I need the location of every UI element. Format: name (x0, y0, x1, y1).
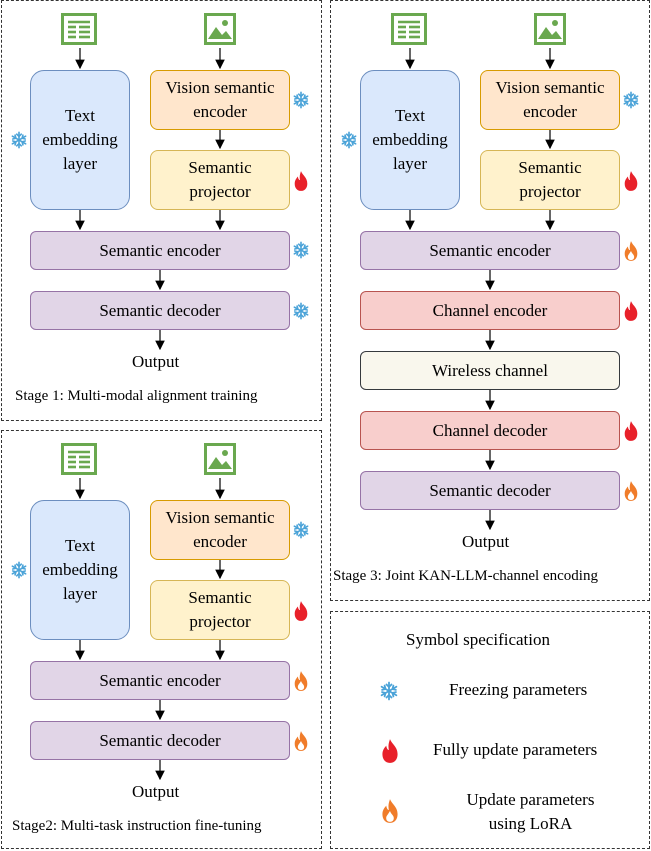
legend-lora-icon (382, 799, 398, 823)
stage1-text-embedding-box: Text embedding layer (30, 70, 130, 210)
stage1-output-label: Output (132, 352, 180, 371)
stage1-projector-box: Semantic projector (150, 150, 290, 210)
stage3-semantic-decoder-box: Semantic decoder (360, 471, 620, 510)
stage2-image-input-icon (204, 443, 236, 475)
stage2-output-label: Output (132, 782, 180, 801)
stage3-text-embedding-box: Text embedding layer (360, 70, 460, 210)
image-input-icon (204, 13, 236, 45)
stage3-semantic-encoder-label: Semantic encoder (429, 240, 551, 260)
stage3-text-input-icon (391, 13, 427, 45)
stage1-vision-encoder-label: Vision semantic encoder (165, 78, 275, 121)
stage2-encoder-lora-icon (294, 671, 308, 691)
stage2-vision-encoder-label: Vision semantic encoder (165, 508, 275, 551)
stage1-semantic-decoder-label: Semantic decoder (99, 300, 221, 320)
stage2-caption: Stage2: Multi-task instruction fine-tuni… (12, 818, 262, 834)
stage3-semantic-encoder-box: Semantic encoder (360, 231, 620, 270)
stage3-channel-encoder-label: Channel encoder (432, 300, 548, 320)
stage2-text-input-icon (61, 443, 97, 475)
stage2-decoder-lora-icon (294, 731, 308, 751)
stage2-text-freeze-icon (11, 561, 27, 579)
stage2-projector-fire-icon (294, 601, 308, 621)
stage1-vision-encoder-box: Vision semantic encoder (150, 70, 290, 130)
stage2-semantic-encoder-box: Semantic encoder (30, 661, 290, 700)
stage1-semantic-decoder-box: Semantic decoder (30, 291, 290, 330)
stage3-wireless-channel-label: Wireless channel (432, 360, 548, 380)
stage1-vision-freeze-icon (293, 91, 309, 109)
stage1-encoder-freeze-icon (293, 241, 309, 259)
stage3-projector-label: Semantic projector (518, 158, 582, 201)
legend-freeze-label: Freezing parameters (449, 680, 588, 699)
stage2-semantic-encoder-label: Semantic encoder (99, 670, 221, 690)
legend-panel (330, 611, 650, 849)
stage1-semantic-encoder-label: Semantic encoder (99, 240, 221, 260)
text-input-icon (61, 13, 97, 45)
stage3-panel (330, 0, 650, 601)
stage3-image-input-icon (534, 13, 566, 45)
stage1-text-freeze-icon (11, 131, 27, 149)
stage1-panel (1, 0, 322, 421)
stage1-text-embedding-label: Text embedding layer (42, 106, 118, 173)
stage3-channel-encoder-box: Channel encoder (360, 291, 620, 330)
stage3-projector-fire-icon (624, 171, 638, 191)
stage3-text-freeze-icon (341, 131, 357, 149)
stage2-text-embedding-label: Text embedding layer (42, 536, 118, 603)
stage1-semantic-encoder-box: Semantic encoder (30, 231, 290, 270)
legend-freeze-icon (380, 681, 398, 701)
stage3-channel-decoder-box: Channel decoder (360, 411, 620, 450)
legend-title: Symbol specification (406, 630, 551, 649)
stage3-projector-box: Semantic projector (480, 150, 620, 210)
stage1-projector-fire-icon (294, 171, 308, 191)
stage2-vision-freeze-icon (293, 521, 309, 539)
stage3-semantic-decoder-label: Semantic decoder (429, 480, 551, 500)
stage3-decoder-lora-icon (624, 481, 638, 501)
stage3-vision-encoder-box: Vision semantic encoder (480, 70, 620, 130)
legend-full-icon (382, 739, 398, 763)
stage2-vision-encoder-box: Vision semantic encoder (150, 500, 290, 560)
stage1-caption: Stage 1: Multi-modal alignment training (15, 388, 258, 404)
stage2-text-embedding-box: Text embedding layer (30, 500, 130, 640)
stage3-vision-freeze-icon (623, 91, 639, 109)
legend-full-label: Fully update parameters (433, 740, 598, 759)
stage1-decoder-freeze-icon (293, 302, 309, 320)
stage3-vision-encoder-label: Vision semantic encoder (495, 78, 605, 121)
stage2-projector-label: Semantic projector (188, 588, 252, 631)
stage3-channel-decoder-label: Channel decoder (432, 420, 548, 440)
stage3-caption: Stage 3: Joint KAN-LLM-channel encoding (333, 568, 598, 584)
stage3-channel-decoder-fire-icon (624, 421, 638, 441)
legend-lora-label: Update parameters using LoRA (466, 790, 595, 833)
stage3-channel-encoder-fire-icon (624, 301, 638, 321)
stage3-text-embedding-label: Text embedding layer (372, 106, 448, 173)
stage2-panel (1, 430, 322, 849)
stage2-semantic-decoder-box: Semantic decoder (30, 721, 290, 760)
stage3-wireless-channel-box: Wireless channel (360, 351, 620, 390)
stage3-encoder-lora-icon (624, 241, 638, 261)
stage3-output-label: Output (462, 532, 510, 551)
stage2-semantic-decoder-label: Semantic decoder (99, 730, 221, 750)
stage1-projector-label: Semantic projector (188, 158, 252, 201)
stage2-projector-box: Semantic projector (150, 580, 290, 640)
